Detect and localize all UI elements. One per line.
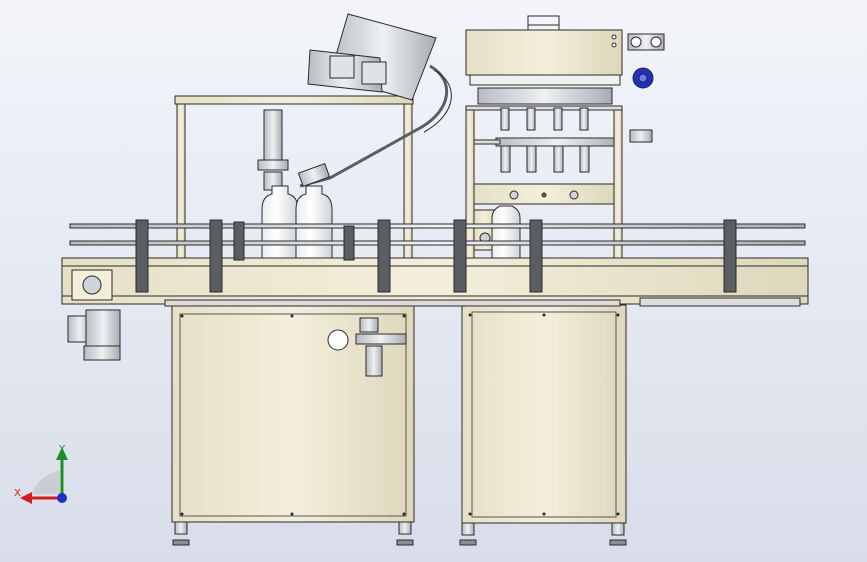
conveyor-belt [61, 257, 809, 305]
conveyor-motor[interactable] [67, 309, 121, 361]
cap-sorter-bowl[interactable] [307, 13, 437, 101]
filling-tank[interactable] [465, 29, 623, 76]
triad-y-label: Y [58, 444, 66, 455]
filling-nozzles[interactable] [500, 145, 590, 173]
air-filter-regulator[interactable] [327, 317, 407, 377]
capping-head [263, 109, 283, 161]
filling-machine[interactable] [459, 15, 665, 546]
upper-nozzles [500, 107, 589, 131]
bottles [261, 185, 521, 259]
view-triad[interactable]: Y X [14, 444, 68, 504]
capping-machine[interactable] [171, 13, 521, 546]
tank-handle [527, 15, 560, 26]
filling-cabinet [461, 304, 627, 524]
nozzle-manifold [469, 74, 621, 86]
triad-plane [32, 470, 60, 494]
rail-brackets [135, 219, 737, 293]
conveyor[interactable] [61, 219, 809, 361]
capping-top-beam [174, 95, 414, 105]
guide-rail-upper [69, 223, 806, 229]
triad-z-axis [57, 493, 67, 503]
triad-x-label: X [14, 488, 21, 499]
guide-rail-lower [69, 240, 806, 246]
